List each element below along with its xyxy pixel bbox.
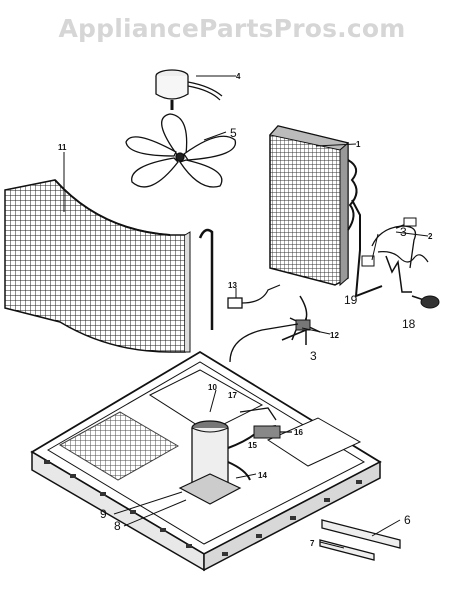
callout-18: 18 xyxy=(402,317,416,331)
fan-support-rod xyxy=(198,228,214,330)
callout-5: 5 xyxy=(230,126,237,140)
callout-6: 6 xyxy=(404,513,411,527)
power-lead xyxy=(229,323,299,363)
base-rails xyxy=(319,519,401,561)
callout-labels: 1 2 3 3 4 5 6 7 8 9 10 11 12 13 14 15 16… xyxy=(58,72,433,548)
pressure-switch-assembly xyxy=(239,407,292,439)
callout-3-lower: 3 xyxy=(310,349,317,363)
callout-8: 8 xyxy=(114,519,121,533)
callout-1: 1 xyxy=(356,140,361,149)
fan-blade xyxy=(125,113,237,188)
callout-16: 16 xyxy=(294,428,303,437)
leader-lines xyxy=(63,75,429,549)
callout-9: 9 xyxy=(100,507,107,521)
callout-10: 10 xyxy=(208,383,217,392)
watermark: AppliancePartsPros.com xyxy=(58,14,406,43)
callout-4: 4 xyxy=(236,72,241,81)
callout-3-upper: 3 xyxy=(400,225,407,239)
callout-2: 2 xyxy=(428,232,433,241)
evaporator-coil xyxy=(269,125,383,298)
condenser-coil xyxy=(4,179,191,353)
callout-17: 17 xyxy=(228,391,237,400)
sensor-bulb xyxy=(411,295,440,309)
callout-13: 13 xyxy=(228,281,237,290)
connector-plug xyxy=(227,284,281,309)
service-valve xyxy=(281,295,321,345)
compressor xyxy=(178,420,277,505)
callout-19: 19 xyxy=(344,293,358,307)
callout-11: 11 xyxy=(58,143,67,152)
callout-7: 7 xyxy=(310,539,315,548)
fan-motor xyxy=(155,69,223,110)
control-wiring xyxy=(361,217,429,293)
callout-15: 15 xyxy=(248,441,257,450)
callout-12: 12 xyxy=(330,331,339,340)
callout-14: 14 xyxy=(258,471,267,480)
